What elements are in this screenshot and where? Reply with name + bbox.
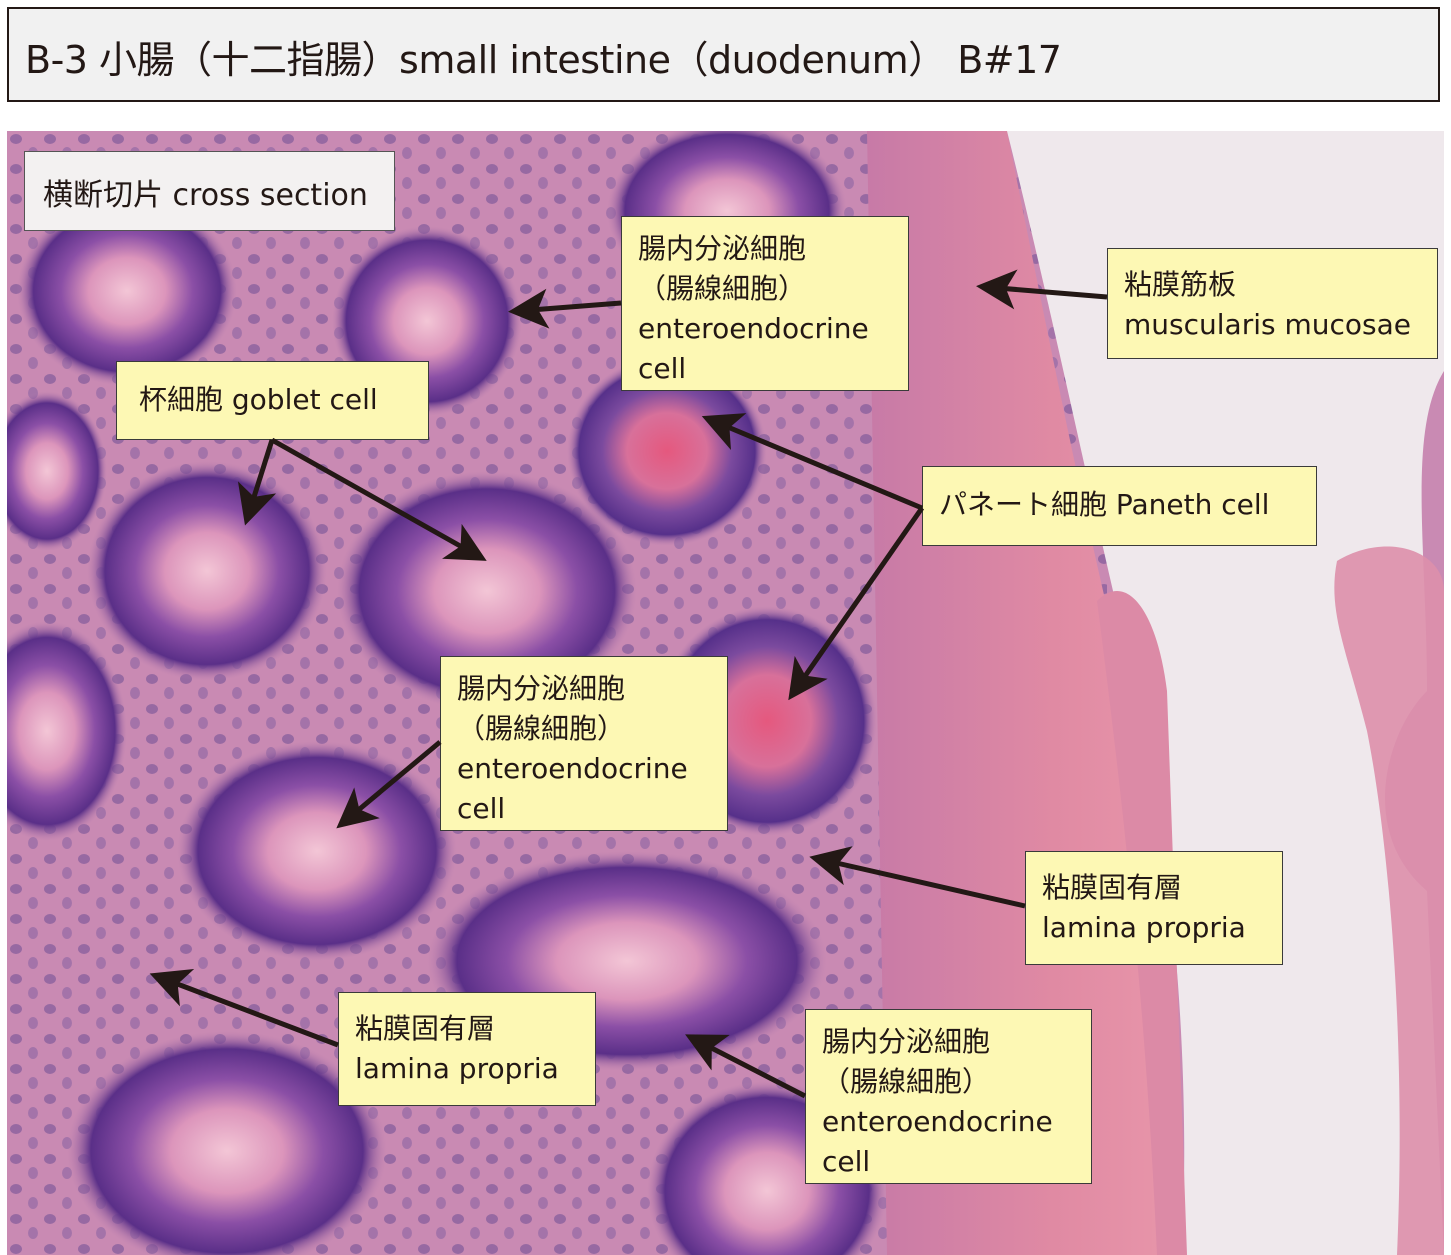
label-text: パネート細胞 Paneth cell: [939, 488, 1270, 521]
label-jp: 腸内分泌細胞: [638, 232, 807, 265]
label-jp-sub: （腸線細胞）: [457, 712, 626, 745]
label-paneth-cell: パネート細胞 Paneth cell: [922, 466, 1317, 546]
title-box: B-3 小腸（十二指腸）small intestine（duodenum） B#…: [7, 7, 1440, 102]
label-jp: 腸内分泌細胞: [822, 1025, 991, 1058]
label-en: enteroendocrine: [638, 312, 869, 345]
label-enteroendocrine-bottom: 腸内分泌細胞 （腸線細胞） enteroendocrine cell: [805, 1009, 1092, 1184]
label-en-2: cell: [638, 352, 687, 385]
page-title: B-3 小腸（十二指腸）small intestine（duodenum） B#…: [25, 38, 1062, 82]
label-en: enteroendocrine: [822, 1105, 1053, 1138]
label-en: lamina propria: [1042, 911, 1246, 944]
label-jp-sub: （腸線細胞）: [638, 272, 807, 305]
label-enteroendocrine-mid: 腸内分泌細胞 （腸線細胞） enteroendocrine cell: [440, 656, 728, 831]
label-enteroendocrine-top: 腸内分泌細胞 （腸線細胞） enteroendocrine cell: [621, 216, 909, 391]
label-jp: 粘膜固有層: [355, 1012, 496, 1045]
label-lamina-propria-right: 粘膜固有層 lamina propria: [1025, 851, 1283, 965]
label-jp: 粘膜筋板: [1124, 268, 1237, 301]
label-jp: 腸内分泌細胞: [457, 672, 626, 705]
label-jp: 粘膜固有層: [1042, 871, 1183, 904]
label-en: muscularis mucosae: [1124, 308, 1411, 341]
label-lamina-propria-left: 粘膜固有層 lamina propria: [338, 992, 596, 1106]
label-goblet-cell: 杯細胞 goblet cell: [116, 361, 429, 440]
label-en-2: cell: [457, 792, 506, 825]
label-en: lamina propria: [355, 1052, 559, 1085]
label-muscularis-mucosae: 粘膜筋板 muscularis mucosae: [1107, 248, 1438, 359]
label-en-2: cell: [822, 1145, 871, 1178]
label-text: 杯細胞 goblet cell: [139, 383, 378, 416]
cross-section-label: 横断切片 cross section: [24, 151, 395, 231]
label-jp-sub: （腸線細胞）: [822, 1065, 991, 1098]
label-en: enteroendocrine: [457, 752, 688, 785]
